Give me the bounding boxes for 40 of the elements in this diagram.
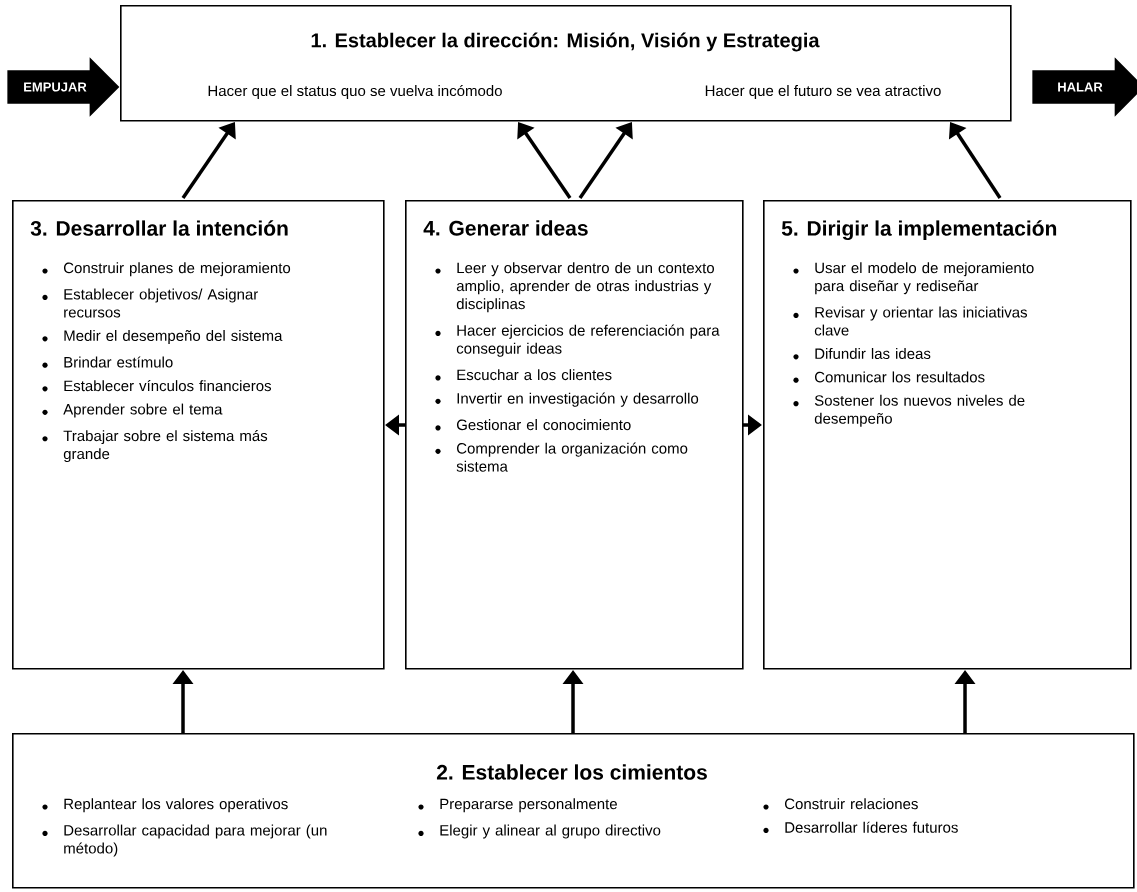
box-heading: 2. Establecer los cimientos: [436, 764, 707, 780]
bullet-item: Escuchar a los clientes: [435, 369, 612, 381]
subtitle-text: Hacer que el futuro se vea atractivo: [705, 85, 941, 99]
bullet-item: Sostener los nuevos niveles de desempeño: [793, 394, 1025, 427]
bullet-item: Comunicar los resultados: [793, 371, 985, 383]
subtitle-text: Hacer que el status quo se vuelva incómodo: [208, 84, 502, 100]
bullet-item: Medir el desempeño del sistema: [42, 330, 283, 344]
arrow: [517, 122, 572, 199]
bullet-item: Aprender sobre el tema: [42, 403, 223, 418]
process-box: [763, 200, 1132, 670]
bullet-item: Construir relaciones: [763, 798, 918, 810]
bullet-item: Establecer objetivos/ Asignar recursos: [42, 288, 258, 318]
bullet-item: Leer y observar dentro de un contexto amplio, aprender de otras industrias y disciplinas: [435, 262, 714, 313]
bullet-item: Gestionar el conocimiento: [435, 419, 631, 431]
bullet-item: Prepararse personalmente: [418, 798, 617, 813]
bullet-item: Revisar y orientar las iniciativas clave: [793, 306, 1027, 336]
box-heading: 3. Desarrollar la intención: [30, 220, 288, 236]
box-heading: 5. Dirigir la implementación: [781, 220, 1057, 241]
bullet-item: Difundir las ideas: [793, 348, 931, 360]
bullet-item: Comprender la organización como sistema: [435, 442, 688, 472]
bullet-item: Construir planes de mejoramiento: [42, 262, 291, 277]
process-box: [12, 200, 385, 670]
bullet-item: Brindar estímulo: [42, 356, 173, 368]
arrow: [948, 122, 1002, 199]
box-heading: 4. Generar ideas: [423, 220, 588, 236]
arrow: [578, 122, 633, 199]
bullet-item: Invertir en investigación y desarrollo: [435, 392, 699, 407]
box-heading: 1. Establecer la dirección: Misión, Visión y Estrategia: [311, 32, 820, 52]
bullet-item: Trabajar sobre el sistema más grande: [42, 429, 268, 463]
process-box: [120, 5, 1012, 122]
bullet-item: Elegir y alinear al grupo directivo: [418, 824, 661, 839]
bullet-item: Usar el modelo de mejoramiento para diseñar y rediseñar: [793, 262, 1034, 295]
bullet-item: Establecer vínculos financieros: [42, 380, 272, 392]
bullet-item: Replantear los valores operativos: [42, 798, 288, 813]
bullet-item: Desarrollar capacidad para mejorar (un método): [42, 824, 327, 857]
arrow: [181, 122, 236, 199]
process-box: [405, 200, 744, 670]
process-box: [12, 733, 1135, 889]
bullet-item: Hacer ejercicios de referenciación para conseguir ideas: [435, 324, 720, 357]
bullet-item: Desarrollar líderes futuros: [763, 821, 958, 834]
